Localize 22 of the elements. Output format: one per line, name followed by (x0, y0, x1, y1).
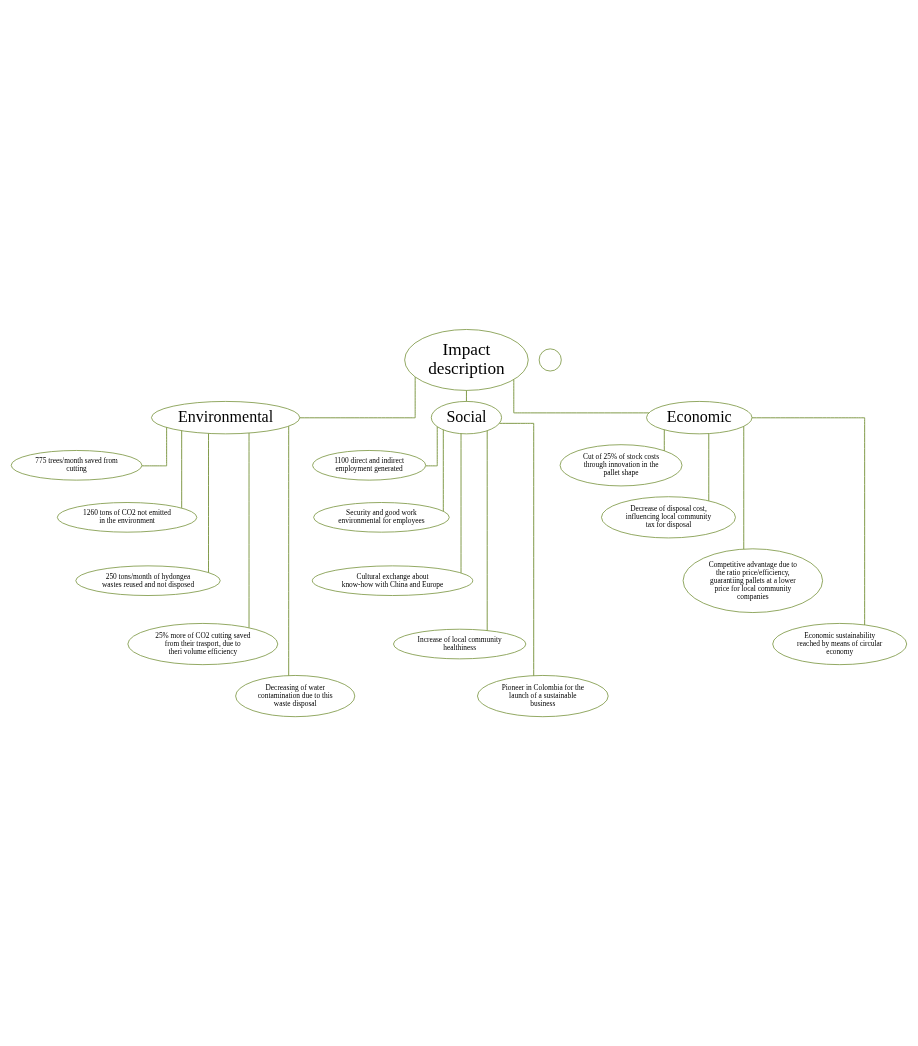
connector (181, 430, 183, 509)
connector (708, 433, 710, 502)
connector (751, 417, 866, 626)
connector (299, 376, 416, 419)
node-ellipse: Impact description (404, 329, 529, 391)
node-ellipse: Economic (646, 401, 753, 435)
connector (248, 432, 250, 629)
connector (466, 390, 467, 402)
connector (663, 429, 665, 452)
node-ellipse: Social (430, 401, 502, 435)
connector (425, 426, 438, 467)
connector (743, 425, 745, 550)
connector (513, 379, 650, 414)
connector (442, 429, 444, 512)
node-ellipse: Environmental (151, 401, 301, 435)
connector (486, 430, 488, 632)
node-circle (538, 348, 562, 372)
connector (208, 433, 209, 573)
connector (499, 422, 535, 677)
connector (460, 433, 462, 574)
connector (288, 425, 290, 677)
connector (141, 426, 168, 467)
